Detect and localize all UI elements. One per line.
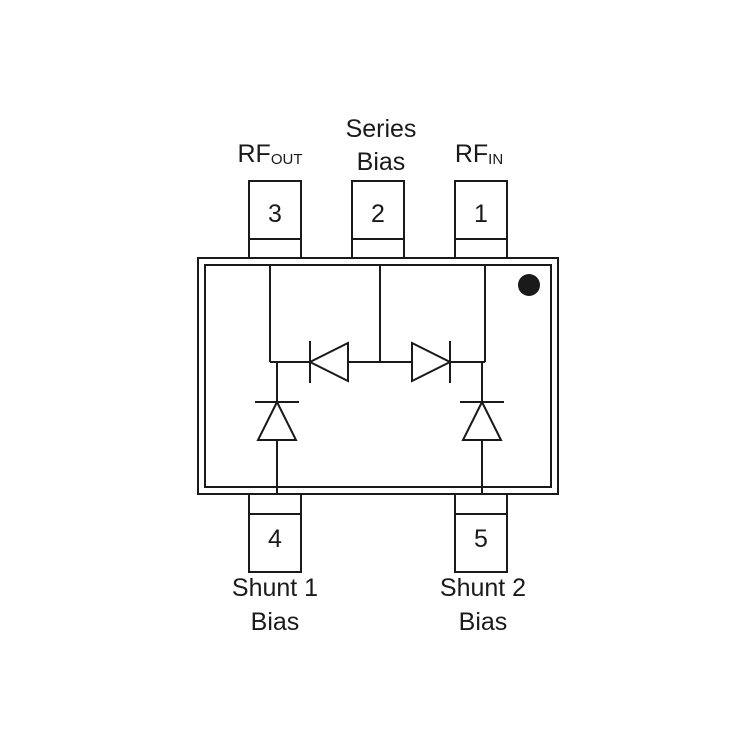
pin-3-label-sub: OUT xyxy=(271,151,303,168)
pin-3-label-main: RF xyxy=(238,140,271,168)
pin-4: 4 xyxy=(248,493,302,573)
pin-2-number: 2 xyxy=(371,200,385,228)
pin-3-label: RFOUT xyxy=(238,140,303,168)
shunt-diode-1-triangle xyxy=(256,399,298,441)
pin-4-label-line1: Shunt 1 xyxy=(232,574,318,602)
pin-5-label-line1: Shunt 2 xyxy=(440,574,526,602)
series-diode-right-triangle xyxy=(411,341,453,383)
pin-1: 1 xyxy=(454,180,508,259)
pin-5-number: 5 xyxy=(474,525,488,553)
internal-wiring xyxy=(269,265,486,494)
pin-5-label-line2: Bias xyxy=(459,608,508,636)
shunt-diode-1 xyxy=(255,399,299,441)
pin-3: 3 xyxy=(248,180,302,259)
pin-4-label-line2: Bias xyxy=(251,608,300,636)
package-outer-outline xyxy=(197,257,559,495)
series-diode-left-triangle xyxy=(307,341,349,383)
package-inner-outline xyxy=(204,264,552,488)
pin-2-body xyxy=(351,180,405,259)
pin1-marker-dot xyxy=(518,274,540,296)
shunt-diode-2 xyxy=(460,399,504,441)
pin-4-number: 4 xyxy=(268,525,282,553)
pin-3-number: 3 xyxy=(268,200,282,228)
series-diode-left xyxy=(307,341,349,383)
pin-2: 2 xyxy=(351,180,405,259)
pin-4-body xyxy=(248,493,302,573)
pin-1-label: RFIN xyxy=(455,140,503,168)
shunt-diode-2-triangle xyxy=(461,399,503,441)
pin-1-body xyxy=(454,180,508,259)
pin-2-label-line1: Series xyxy=(346,115,417,143)
pin-1-label-sub: IN xyxy=(488,151,503,168)
pin-5: 5 xyxy=(454,493,508,573)
pin-3-body xyxy=(248,180,302,259)
pin-2-label-line2: Bias xyxy=(357,148,406,176)
pin-1-label-main: RF xyxy=(455,140,488,168)
pin-1-number: 1 xyxy=(474,200,488,228)
series-diode-right xyxy=(411,341,453,383)
pin-5-body xyxy=(454,493,508,573)
